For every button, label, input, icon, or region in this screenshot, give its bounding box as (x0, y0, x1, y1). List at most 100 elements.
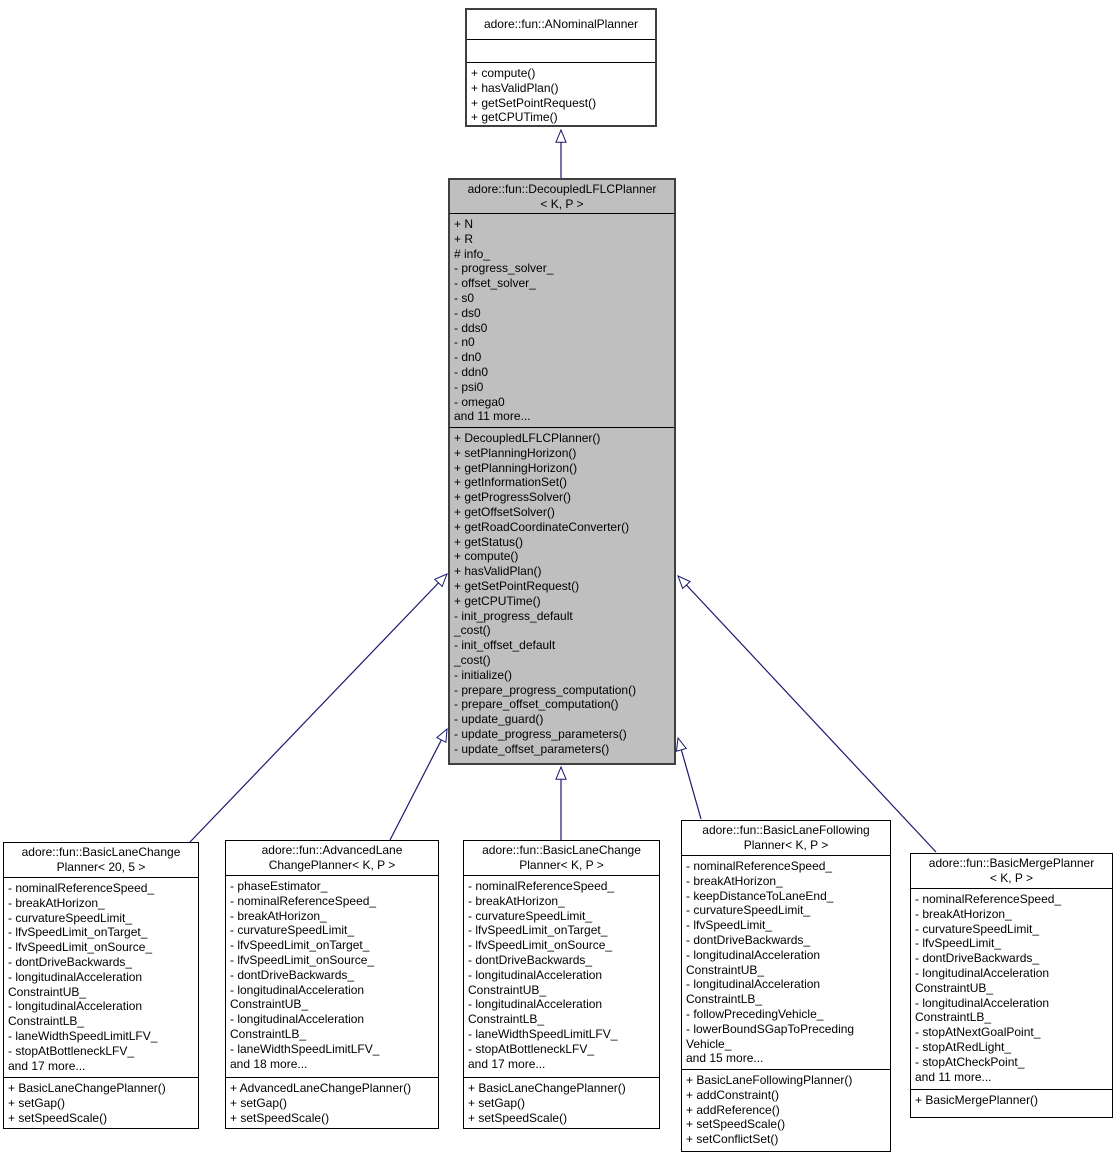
edge-advancedlanechange-to-decoupled (389, 727, 448, 841)
member-line: and 17 more... (8, 1058, 86, 1073)
member-line: and 18 more... (230, 1056, 308, 1071)
class-methods: + BasicLaneFollowingPlanner()+ addConstr… (682, 1069, 890, 1151)
member-line: - initialize() (454, 667, 513, 682)
class-attributes (467, 39, 655, 62)
member-line: + setPlanningHorizon() (454, 445, 577, 460)
member-line: - dontDriveBackwards_ (8, 954, 133, 969)
member-line: - ds0 (454, 305, 481, 320)
member-line: + BasicLaneFollowingPlanner() (686, 1073, 853, 1087)
member-line: + setGap() (8, 1095, 66, 1110)
member-line: - stopAtBottleneckLFV_ (8, 1043, 135, 1058)
member-line: - stopAtCheckPoint_ (915, 1054, 1025, 1069)
member-line: - ddn0 (454, 364, 489, 379)
member-line: + getOffsetSolver() (454, 504, 555, 519)
member-line: - lfvSpeedLimit_onSource_ (468, 938, 613, 953)
class-title: adore::fun::BasicMergePlanner < K, P > (928, 856, 1095, 885)
member-line: - offset_solver_ (454, 276, 536, 291)
member-line: - stopAtRedLight_ (915, 1039, 1012, 1054)
member-line: and 15 more... (686, 1051, 764, 1066)
member-line: - laneWidthSpeedLimitLFV_ (8, 1028, 158, 1043)
member-line: - longitudinalAcceleration ConstraintLB_ (686, 977, 821, 1007)
member-line: - lowerBoundSGapToPreceding Vehicle_ (686, 1021, 855, 1051)
class-box-basiclanechangeplanner-20-5[interactable]: adore::fun::BasicLaneChange Planner< 20,… (3, 842, 199, 1129)
member-line: - dn0 (454, 350, 482, 365)
member-line: - lfvSpeedLimit_onTarget_ (468, 923, 608, 938)
member-line: + getSetPointRequest() (471, 95, 597, 110)
member-line: - breakAtHorizon_ (686, 873, 783, 888)
member-line: + N (454, 217, 474, 231)
member-line: + DecoupledLFLCPlanner() (454, 431, 601, 445)
member-line: - stopAtNextGoalPoint_ (915, 1025, 1041, 1040)
member-line: - update_offset_parameters() (454, 741, 610, 756)
member-line: - prepare_progress_computation() (454, 682, 637, 697)
member-line: - breakAtHorizon_ (468, 893, 565, 908)
member-line: - update_progress_parameters() (454, 726, 627, 741)
member-line: - lfvSpeedLimit_onSource_ (8, 940, 153, 955)
member-line: - s0 (454, 290, 475, 305)
member-line: - lfvSpeedLimit_onTarget_ (230, 938, 370, 953)
member-line: + setGap() (468, 1095, 526, 1110)
member-line: + addReference() (686, 1102, 780, 1117)
member-line: - curvatureSpeedLimit_ (8, 910, 133, 925)
member-line: - nominalReferenceSpeed_ (915, 892, 1062, 906)
class-title: adore::fun::BasicLaneChange Planner< K, … (482, 843, 641, 872)
member-line: + setSpeedScale() (230, 1110, 330, 1125)
member-line: - breakAtHorizon_ (230, 908, 327, 923)
member-line: - progress_solver_ (454, 261, 554, 276)
member-line: - curvatureSpeedLimit_ (686, 903, 811, 918)
member-line: + getInformationSet() (454, 475, 568, 490)
member-line: + addConstraint() (686, 1087, 780, 1102)
member-line: - prepare_offset_computation() (454, 697, 619, 712)
member-line: + getStatus() (454, 534, 524, 549)
class-box-anominalplanner[interactable]: adore::fun::ANominalPlanner + compute()+… (465, 8, 657, 127)
member-line: + getProgressSolver() (454, 490, 572, 505)
member-line: - curvatureSpeedLimit_ (230, 923, 355, 938)
edge-basicmerge-to-decoupled (677, 575, 937, 853)
member-line: - longitudinalAcceleration ConstraintUB_ (686, 947, 821, 977)
member-line: + AdvancedLaneChangePlanner() (230, 1081, 412, 1095)
member-line: + getCPUTime() (471, 110, 558, 125)
member-line: - curvatureSpeedLimit_ (468, 908, 593, 923)
member-line: - nominalReferenceSpeed_ (686, 859, 833, 873)
member-line: - curvatureSpeedLimit_ (915, 921, 1040, 936)
class-methods: + BasicMergePlanner() (911, 1089, 1112, 1117)
class-title: adore::fun::BasicLaneFollowing Planner< … (702, 823, 870, 852)
member-line: - update_guard() (454, 712, 544, 727)
member-line: + BasicLaneChangePlanner() (8, 1081, 166, 1095)
member-line: + getCPUTime() (454, 593, 541, 608)
member-line: - nominalReferenceSpeed_ (468, 879, 615, 893)
class-attributes: - nominalReferenceSpeed_- breakAtHorizon… (464, 875, 659, 1077)
member-line: - init_offset_default _cost() (454, 638, 556, 667)
member-line: - lfvSpeedLimit_ (915, 936, 1002, 951)
class-methods: + BasicLaneChangePlanner()+ setGap()+ se… (464, 1077, 659, 1128)
member-line: + compute() (454, 549, 519, 564)
member-line: + BasicLaneChangePlanner() (468, 1081, 626, 1095)
member-line: - dontDriveBackwards_ (468, 952, 593, 967)
member-line: - dontDriveBackwards_ (230, 967, 355, 982)
class-attributes: - nominalReferenceSpeed_- breakAtHorizon… (911, 888, 1112, 1089)
class-box-advancedlanechangeplanner[interactable]: adore::fun::AdvancedLane ChangePlanner< … (225, 840, 439, 1129)
class-box-basiclanechangeplanner-k-p[interactable]: adore::fun::BasicLaneChange Planner< K, … (463, 840, 660, 1129)
member-line: - nominalReferenceSpeed_ (230, 893, 377, 908)
member-line: - n0 (454, 335, 475, 350)
member-line: + BasicMergePlanner() (915, 1093, 1039, 1107)
class-methods: + AdvancedLaneChangePlanner()+ setGap()+… (226, 1077, 438, 1128)
member-line: - phaseEstimator_ (230, 879, 328, 893)
member-line: + setSpeedScale() (8, 1110, 108, 1125)
member-line: + hasValidPlan() (471, 80, 559, 95)
member-line: + getPlanningHorizon() (454, 460, 578, 475)
member-line: - followPrecedingVehicle_ (686, 1006, 824, 1021)
class-attributes: - phaseEstimator_- nominalReferenceSpeed… (226, 875, 438, 1077)
class-box-decoupledlflcplanner[interactable]: adore::fun::DecoupledLFLCPlanner < K, P … (448, 178, 676, 765)
member-line: - longitudinalAcceleration ConstraintUB_ (468, 967, 603, 997)
class-methods: + DecoupledLFLCPlanner()+ setPlanningHor… (450, 427, 674, 763)
member-line: - longitudinalAcceleration ConstraintLB_ (468, 997, 603, 1027)
class-box-basicmergeplanner[interactable]: adore::fun::BasicMergePlanner < K, P > -… (910, 853, 1113, 1118)
edge-basiclanefollowing-to-decoupled (675, 736, 702, 820)
member-line: + setSpeedScale() (468, 1110, 568, 1125)
member-line: - lfvSpeedLimit_onSource_ (230, 952, 375, 967)
member-line: - laneWidthSpeedLimitLFV_ (468, 1026, 618, 1041)
class-box-basiclanefollowingplanner[interactable]: adore::fun::BasicLaneFollowing Planner< … (681, 820, 891, 1152)
class-title: adore::fun::BasicLaneChange Planner< 20,… (21, 845, 181, 874)
